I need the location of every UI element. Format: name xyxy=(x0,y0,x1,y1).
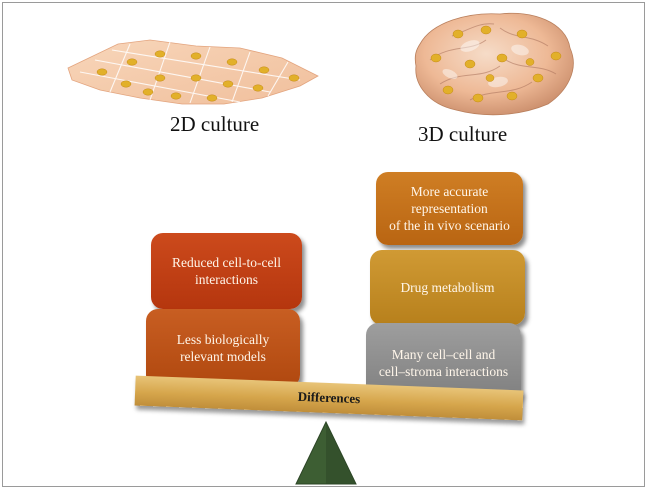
box-text-line: Drug metabolism xyxy=(400,280,495,295)
figure-frame xyxy=(2,2,645,487)
box-text-line: More accurate xyxy=(410,184,489,199)
box-text-line: Less biologically xyxy=(176,332,270,347)
box-text-line: Reduced cell-to-cell xyxy=(171,255,282,270)
caption-2d-culture: 2D culture xyxy=(170,112,260,136)
box-text-line: interactions xyxy=(195,272,258,287)
box-drug-metabolism: Drug metabolism xyxy=(370,250,525,325)
beam-label: Differences xyxy=(297,388,361,407)
box-text-line: representation xyxy=(411,201,488,216)
box-less-relevant-models: Less biologically relevant models xyxy=(146,309,300,387)
caption-3d-culture: 3D culture xyxy=(418,122,508,146)
box-reduced-interactions: Reduced cell-to-cell interactions xyxy=(151,233,302,309)
fulcrum xyxy=(295,420,357,485)
box-text-line: relevant models xyxy=(180,349,266,364)
box-text-line: Many cell–cell and xyxy=(391,347,496,362)
box-text-line: of the in vivo scenario xyxy=(389,218,510,233)
2d-cell-sheet xyxy=(67,39,319,105)
box-accurate-representation: More accurate representation of the in v… xyxy=(376,172,523,245)
box-text-line: cell–stroma interactions xyxy=(378,364,509,379)
3d-spheroid xyxy=(414,12,574,116)
